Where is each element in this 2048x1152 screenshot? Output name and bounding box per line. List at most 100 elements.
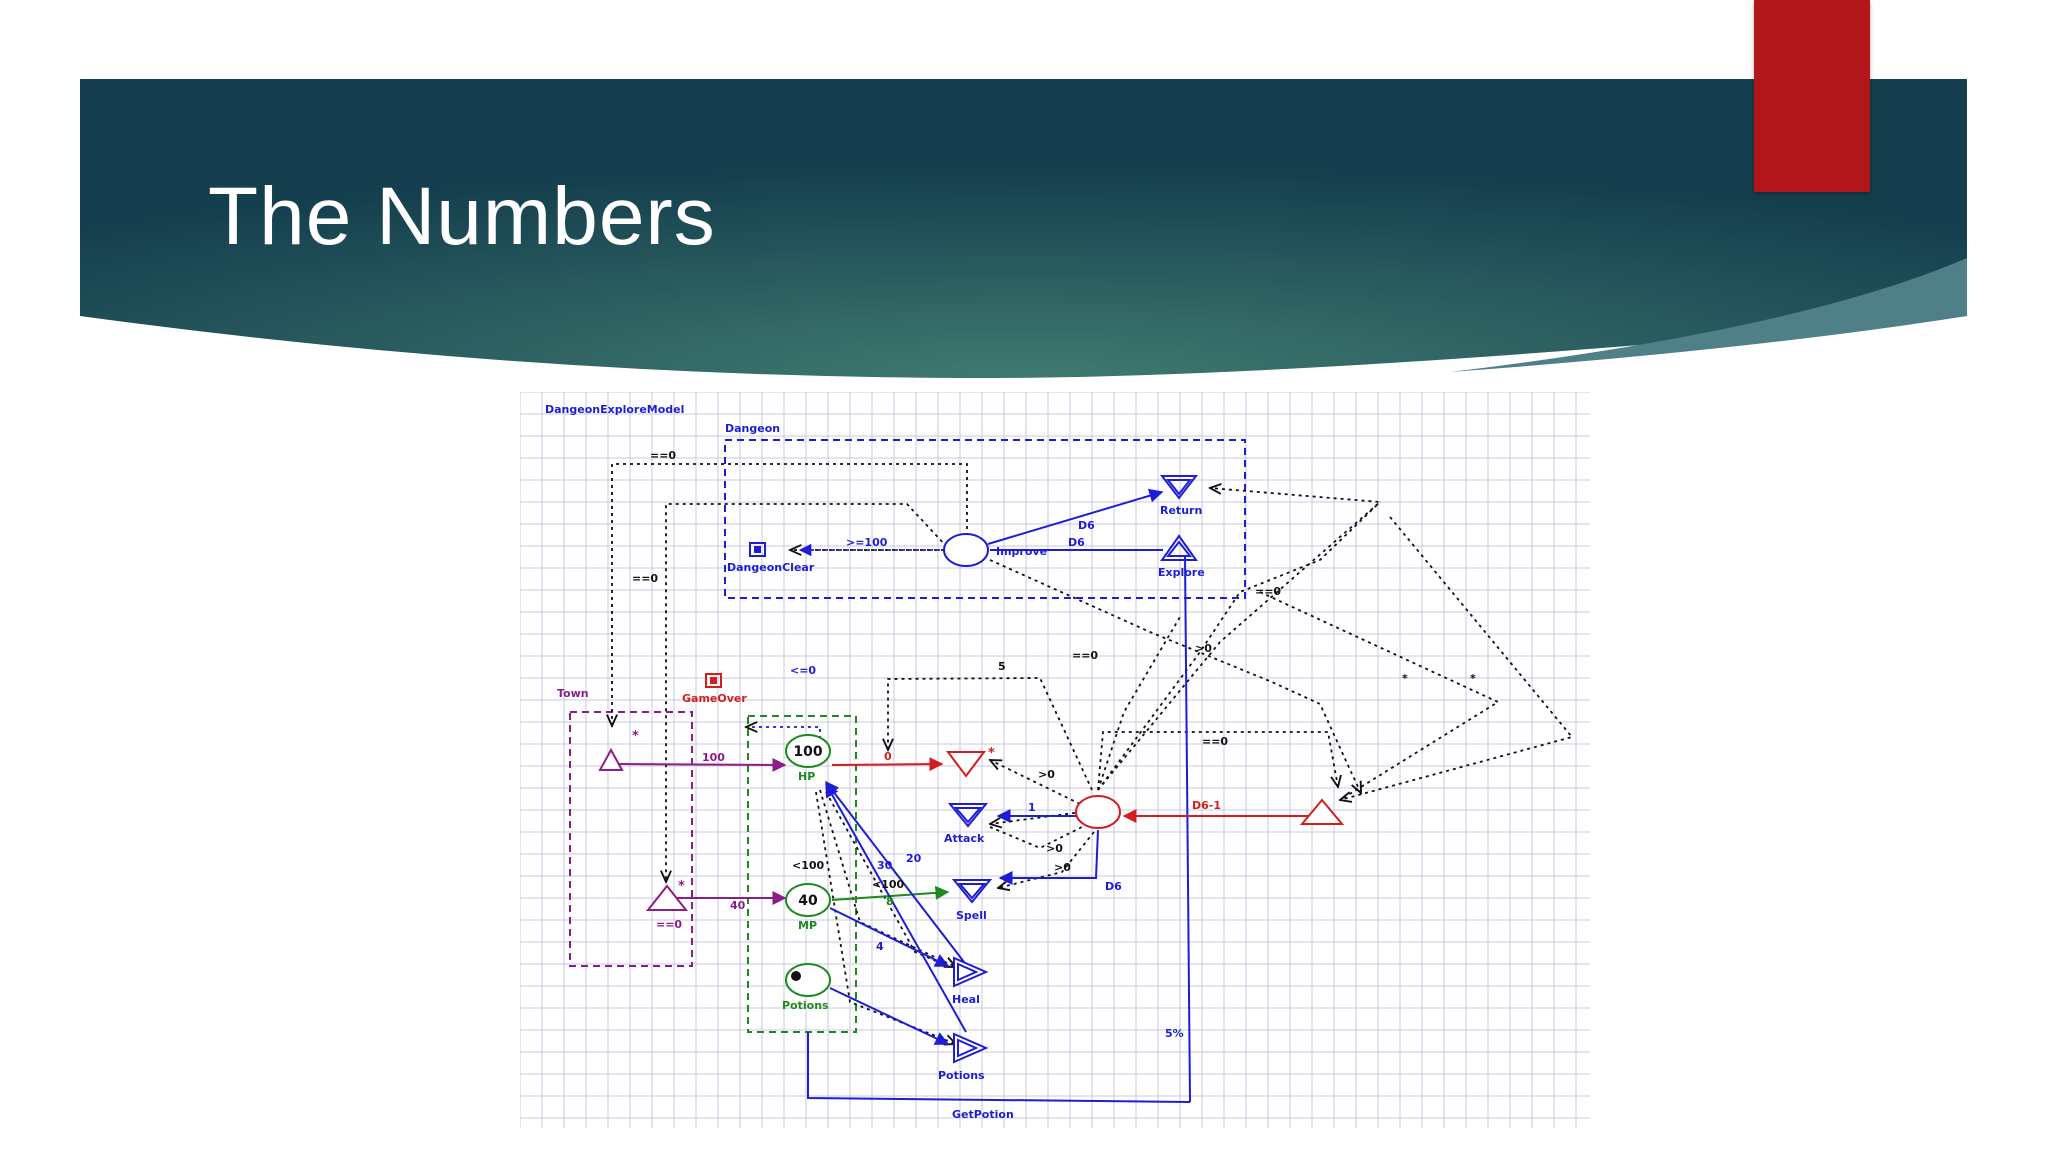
- hub-to-spell-gt0: [998, 831, 1095, 888]
- node-potions-pool: Potions: [782, 963, 831, 1012]
- spell-label: Spell: [956, 909, 987, 922]
- node-heal: Heal: [952, 956, 989, 1006]
- dungeon-group-label: Dangeon: [725, 422, 780, 435]
- end-condition-fill: [754, 546, 761, 553]
- heal-label: Heal: [952, 993, 980, 1006]
- potions-pool-icon: [785, 963, 831, 997]
- node-hp: 100 HP: [785, 734, 831, 783]
- label-ge100: >=100: [846, 536, 888, 549]
- gameover-fill: [710, 677, 717, 684]
- node-explore: Explore: [1158, 534, 1205, 579]
- node-gameover: GameOver: [682, 673, 747, 705]
- label-lt100-b: <100: [872, 878, 905, 891]
- heal-to-hp-a: [825, 780, 965, 963]
- label-d6-minus-1: D6-1: [1192, 799, 1221, 812]
- label-eq0-mid: ==0: [1072, 649, 1098, 662]
- label-le0: <=0: [790, 664, 816, 677]
- grid: [520, 392, 1590, 1128]
- hp-label: HP: [798, 770, 815, 783]
- node-town-source-1: *: [598, 729, 639, 771]
- label-eq0-left: ==0: [632, 572, 658, 585]
- town-group-box: [569, 711, 693, 967]
- label-gt0-a: >0: [1038, 768, 1055, 781]
- label-star-1: *: [1402, 672, 1408, 685]
- edge-labels: ==0 ==0 >=100 D6 D6 ==0 >0 ==0 5 <=0 100…: [632, 449, 1476, 1040]
- town-source-2-star: *: [678, 879, 685, 894]
- node-trap: [1299, 798, 1345, 825]
- label-eq0-explore: ==0: [1255, 585, 1281, 598]
- town-source-2-icon: [645, 884, 689, 911]
- hub-to-red-gt0: [990, 760, 1081, 805]
- mp-to-heal: [829, 907, 950, 967]
- improve-to-right-eq0: [989, 559, 1361, 793]
- label-d6-spell: D6: [1105, 880, 1122, 893]
- potions-converter-icon: [953, 1032, 989, 1064]
- hub-to-enemy-5: [888, 677, 1093, 791]
- label-hundred: 100: [702, 751, 725, 764]
- label-four: 4: [876, 940, 884, 953]
- label-eq0-top: ==0: [650, 449, 676, 462]
- label-gt0-explore: >0: [1195, 642, 1212, 655]
- gameover-label: GameOver: [682, 692, 747, 705]
- hp-pool: [785, 734, 831, 768]
- mp-to-potions: [825, 791, 951, 968]
- town-source-2-cond: ==0: [656, 918, 682, 931]
- spell-drain-icon: [951, 879, 993, 904]
- dungeon-clear-label: DangeonClear: [727, 561, 815, 574]
- slide-title: The Numbers: [208, 171, 716, 262]
- town-source-1-icon: [598, 747, 624, 771]
- improve-to-town2-eq0: [666, 503, 948, 882]
- accent-tab: [1754, 0, 1870, 192]
- explore-down-flow: [1184, 555, 1191, 1103]
- getpotion-label: GetPotion: [952, 1108, 1014, 1121]
- hub-to-explore-gt0: [1097, 501, 1381, 791]
- town-group-label: Town: [557, 687, 589, 700]
- town1-to-hp: [615, 757, 787, 772]
- hp-value: 100: [793, 744, 822, 760]
- right-loop: [1340, 516, 1574, 800]
- label-zero: 0: [884, 750, 892, 763]
- explore-gate-icon: [1160, 534, 1198, 561]
- node-spell: Spell: [951, 879, 993, 922]
- getpotion-flow: [807, 1032, 1191, 1103]
- dungeon-group-box: [724, 439, 1246, 599]
- label-d6-explore: D6: [1068, 536, 1085, 549]
- label-twenty: 20: [906, 852, 922, 865]
- improve-label: Improve: [996, 545, 1047, 558]
- enemy-drain-icon: [946, 751, 986, 778]
- label-gt0-c: >0: [1054, 861, 1071, 874]
- hp-to-potions-lt100: [815, 791, 956, 1044]
- attack-label: Attack: [944, 832, 985, 845]
- resource-flows: [615, 488, 1314, 1103]
- enemy-drain-star: *: [988, 746, 995, 761]
- node-return: Return: [1159, 475, 1202, 517]
- hub-to-spell: [998, 829, 1099, 885]
- model-title: DangeonExploreModel: [545, 403, 684, 416]
- potions-converter-label: Potions: [938, 1069, 985, 1082]
- explore-label: Explore: [1158, 566, 1205, 579]
- improve-pool: [943, 533, 989, 567]
- town-source-1-star: *: [632, 729, 639, 744]
- mp-label: MP: [798, 919, 817, 932]
- hub-up-mid: [1097, 616, 1181, 791]
- encounter-pool: [1075, 795, 1121, 829]
- node-improve: Improve: [943, 533, 1047, 567]
- node-dungeon-clear: DangeonClear: [727, 542, 815, 574]
- label-one: 1: [1028, 801, 1036, 814]
- label-thirty: 30: [877, 859, 893, 872]
- label-lt100-a: <100: [792, 859, 825, 872]
- machinations-diagram: DangeonExploreModel Dangeon Town: [520, 392, 1590, 1128]
- node-enemy-drain: *: [946, 746, 995, 778]
- heal-converter-icon: [953, 956, 989, 988]
- trap-source-icon: [1299, 798, 1345, 825]
- improve-to-town-eq0: [612, 463, 968, 726]
- label-star-2: *: [1470, 672, 1476, 685]
- title-banner: [80, 79, 1967, 379]
- label-five-pct: 5%: [1165, 1027, 1184, 1040]
- mp-value: 40: [798, 893, 818, 909]
- hub-to-hub-eq0: [1097, 731, 1338, 791]
- node-mp: 40 MP: [785, 883, 831, 932]
- improve-to-return-flow: [987, 488, 1164, 545]
- stats-group-box: [747, 715, 857, 1033]
